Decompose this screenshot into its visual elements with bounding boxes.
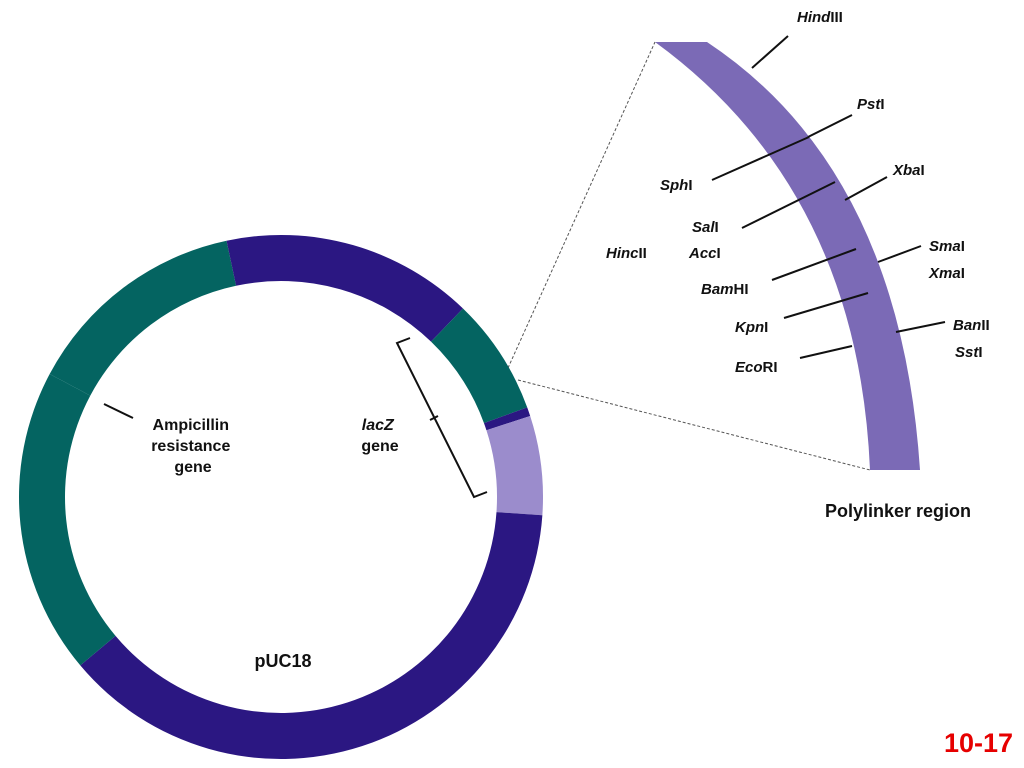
ring-segment-navy [80,512,543,760]
polylinker-region-label: Polylinker region [825,501,971,521]
figure-number: 10-17 [944,728,1013,758]
ampicillin-label-line-3: gene [174,459,211,476]
tick-sali [741,181,836,229]
site-xbai: XbaI [892,162,925,179]
tick-xbai [844,176,888,201]
plasmid-name: pUC18 [254,651,311,671]
lacz-label-italic: lacZ [362,417,395,434]
ring-segment-teal [49,240,237,396]
site-ssti: SstI [955,344,983,361]
tick-ecori [799,345,853,359]
tick-smai [877,245,922,263]
ring-segment-navy [226,235,464,342]
ampicillin-label: Ampicillin resistance gene [151,417,235,476]
ring-segment-teal [18,373,116,666]
polylinker-arc [655,42,920,470]
ampicillin-pointer [103,403,134,419]
ring-segment-polylinker [486,416,543,516]
ampicillin-label-line-1: Ampicillin [153,417,229,434]
tick-kpni [783,292,869,319]
site-acci: AccI [688,245,721,262]
tick-banii [895,321,946,333]
site-kpni: KpnI [735,319,768,336]
tick-psti [807,114,853,138]
tick-bamhi [771,248,857,281]
lacz-bracket [395,337,488,499]
lacz-label-gene: gene [361,438,398,455]
site-hincii: HincII [606,245,647,262]
site-sali: SalI [692,219,719,236]
site-psti: PstI [857,96,885,113]
ring-segment-teal [431,308,528,424]
site-banii: BanII [953,317,990,334]
plasmid-ring [18,235,543,760]
site-sphi: SphI [660,177,693,194]
site-smai: SmaI [929,238,965,255]
tick-sphi [711,136,810,181]
site-ticks [711,35,946,359]
ampicillin-label-line-2: resistance [151,438,230,455]
site-ecori: EcoRI [735,359,778,376]
zoom-line-bottom [517,379,871,471]
site-bamhi: BamHI [701,281,749,298]
site-hindiii: HindIII [797,9,843,26]
lacz-label: lacZ gene [361,417,398,455]
tick-hindiii [751,35,789,69]
site-xmai: XmaI [928,265,965,282]
ring-segment-navy [483,407,531,431]
zoom-line-top [507,41,656,369]
